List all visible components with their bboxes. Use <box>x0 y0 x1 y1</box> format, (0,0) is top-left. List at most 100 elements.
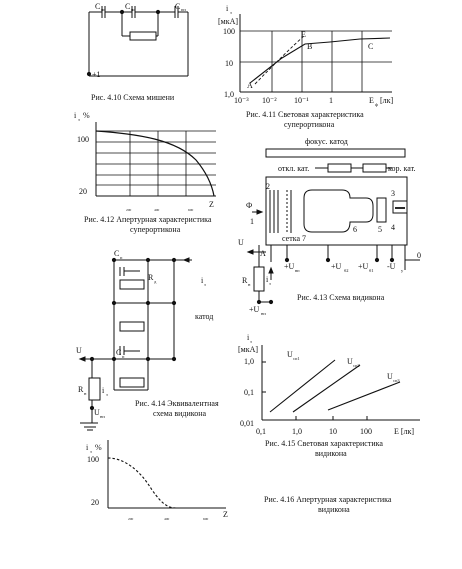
fig-4-10-cap-label-3: C <box>175 2 180 11</box>
fig-4-10-cap-sub-3: пп <box>181 7 186 12</box>
fig-4-13-num-2: 2 <box>266 182 270 191</box>
fig-4-11-y-sub: з <box>230 10 232 15</box>
fig-4-11-xtick-1: 10⁻³ <box>234 96 249 105</box>
fig-4-15-ytick-1: 1,0 <box>244 357 254 366</box>
fig-4-12-xtick-400: 400 <box>154 208 160 212</box>
fig-4-16-xtick-600: 600 <box>203 517 209 521</box>
fig-4-13-pot-np-sub: нп <box>261 311 266 316</box>
fig-4-14-i-sub: з <box>204 282 206 287</box>
fig-4-15-y-sub: з <box>250 339 252 344</box>
fig-4-13-vidicon-scheme <box>246 148 420 305</box>
fig-4-13-r-label: R <box>242 276 248 285</box>
fig-4-11-ytick-10: 10 <box>225 59 233 68</box>
fig-4-15-xtick-1: 0,1 <box>256 427 266 436</box>
fig-4-16-xtick-200: 200 <box>128 517 134 521</box>
fig-4-15-y-label: i <box>247 333 250 342</box>
fig-4-15-y-units: [мкА] <box>238 345 258 354</box>
fig-4-15-vidicon-light-characteristic <box>261 345 420 421</box>
fig-4-11-x-sub: ф <box>375 102 378 107</box>
fig-4-16-ytick-100: 100 <box>87 455 99 464</box>
fig-4-15-caption-line-2: видикона <box>315 449 347 458</box>
fig-4-16-vidicon-aperture-characteristic <box>107 440 226 509</box>
fig-4-13-phi-label: Ф <box>246 201 252 210</box>
fig-4-13-r-sub: н <box>248 282 251 287</box>
fig-4-15-curve-1-sub: сп1 <box>293 356 300 361</box>
fig-4-13-pot-np: +U <box>249 305 260 314</box>
fig-4-13-pot-b2-sub: б2 <box>344 268 349 273</box>
fig-4-16-ytick-20: 20 <box>91 498 99 507</box>
fig-4-12-caption-line-2: суперортикона <box>130 225 181 234</box>
fig-4-13-pot-u: -U <box>387 262 396 271</box>
fig-4-16-y-label: i <box>86 443 89 452</box>
fig-4-10-plus-label: +1 <box>92 70 101 79</box>
fig-4-13-pot-vp-sub: вп <box>295 268 300 273</box>
fig-4-13-pot-b2: +U <box>331 262 342 271</box>
fig-4-16-caption-line-2: видикона <box>318 505 350 514</box>
fig-4-14-un-label: U <box>94 408 100 417</box>
fig-4-14-i2-sub: з <box>106 392 108 397</box>
fig-4-14-i-label: i <box>201 276 204 285</box>
fig-4-15-xtick-4: 100 <box>360 427 372 436</box>
fig-4-15-curve-3: U <box>387 372 393 381</box>
fig-4-16-y-sub: з <box>90 449 92 454</box>
fig-4-11-point-a: A <box>247 81 253 90</box>
fig-4-14-r-label: R <box>148 273 154 282</box>
fig-4-10-cap-label-1: C <box>95 2 100 11</box>
fig-4-13-a-label: A <box>260 249 266 258</box>
fig-4-16-caption-line-1: Рис. 4.16 Апертурная характеристика <box>264 495 392 504</box>
fig-4-15-curve-3-sub: сп3 <box>393 378 400 383</box>
fig-4-14-r-sub: д <box>154 279 157 284</box>
fig-4-11-point-c: C <box>368 42 373 51</box>
fig-4-10-cap-label-2: C <box>125 2 130 11</box>
fig-4-14-caption-line-2: схема видикона <box>153 409 207 418</box>
fig-4-15-xtick-2: 1,0 <box>292 427 302 436</box>
fig-4-13-num-5: 5 <box>378 225 382 234</box>
fig-4-13-focus-label: фокус. катод <box>305 137 348 146</box>
fig-4-14-rn-sub: н <box>84 391 87 396</box>
fig-4-12-ytick-100: 100 <box>77 135 89 144</box>
fig-4-13-mesh-label: сетка 7 <box>282 234 306 243</box>
fig-4-13-num-1: 1 <box>250 217 254 226</box>
fig-4-10-target-circuit <box>86 6 189 77</box>
fig-4-11-y-units: [мкА] <box>218 17 238 26</box>
fig-4-13-pot-vp: +U <box>284 262 295 271</box>
fig-4-11-point-e: E <box>301 30 306 39</box>
fig-4-12-xtick-600: 600 <box>188 208 194 212</box>
fig-4-11-ytick-100: 100 <box>223 27 235 36</box>
fig-4-11-caption-line-2: суперортикона <box>284 120 335 129</box>
fig-4-12-aperture-characteristic <box>95 122 216 197</box>
fig-4-13-pot-b1: +U <box>358 262 369 271</box>
fig-4-15-x-label: E [лк] <box>394 427 414 436</box>
fig-4-14-un-sub: нп <box>100 414 105 419</box>
fig-4-15-curve-2-sub: сп2 <box>353 363 360 368</box>
fig-4-11-point-b: B <box>307 42 312 51</box>
fig-4-15-xtick-3: 10 <box>329 427 337 436</box>
fig-4-14-i2-label: i <box>102 386 105 395</box>
fig-4-15-caption-line-1: Рис. 4.15 Световая характеристика <box>265 439 383 448</box>
fig-4-14-cap-1: C <box>114 249 119 258</box>
fig-4-14-u-label: U <box>76 346 82 355</box>
fig-4-14-rn-label: R <box>78 385 84 394</box>
fig-4-10-cap-sub-2: ш <box>131 7 135 12</box>
fig-4-11-ytick-1: 1,0 <box>224 90 234 99</box>
fig-4-10-cap-sub-1: пп <box>101 7 106 12</box>
fig-4-11-xtick-4: 1 <box>329 96 333 105</box>
fig-4-10-caption: Рис. 4.10 Схема мишени <box>91 93 175 102</box>
fig-4-14-cathode-label: катод <box>195 312 213 321</box>
fig-4-15-curve-2: U <box>347 357 353 366</box>
fig-4-13-pot-b1-sub: б1 <box>369 268 374 273</box>
fig-4-13-pot-u-sub: у <box>401 268 404 273</box>
fig-4-16-xtick-400: 400 <box>164 517 170 521</box>
fig-4-11-xtick-2: 10⁻² <box>262 96 277 105</box>
fig-4-11-y-label: i <box>226 4 229 13</box>
fig-4-13-defl-label: откл. кат. <box>278 164 309 173</box>
fig-4-13-num-3: 3 <box>391 189 395 198</box>
fig-4-12-y-sub: з <box>78 117 80 122</box>
fig-4-12-ytick-20: 20 <box>79 187 87 196</box>
fig-4-14-caption-line-1: Рис. 4.14 Эквивалентная <box>135 399 219 408</box>
fig-4-12-x-label: Z <box>209 200 214 209</box>
fig-4-14-cap-1-sub: п <box>120 255 123 260</box>
fig-4-14-cap-2-sub: п <box>122 354 125 359</box>
fig-4-14-cap-2: C <box>116 348 121 357</box>
